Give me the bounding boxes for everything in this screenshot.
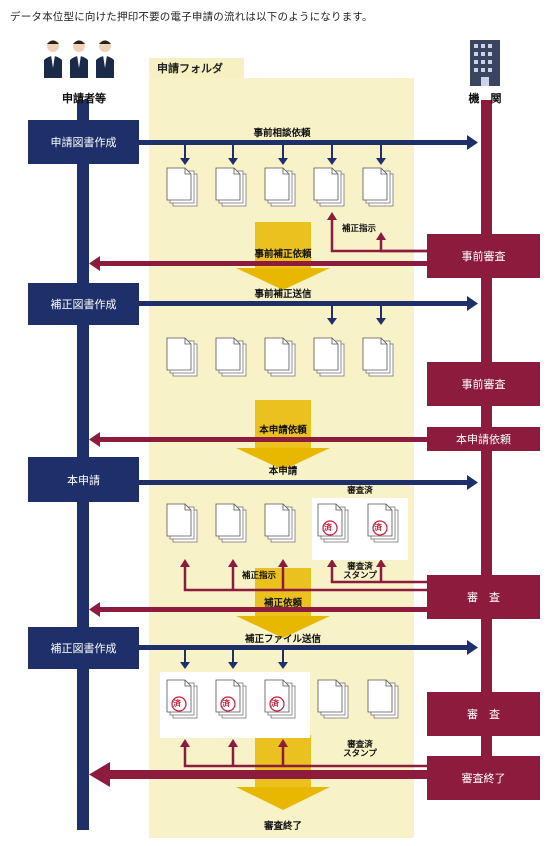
people-icon (44, 40, 114, 78)
approved-stamp-icon (215, 679, 247, 719)
navy-arrow (89, 296, 478, 311)
stamp-glyph: 済 (173, 699, 181, 708)
label-pre-correction-send: 事前補正送信 (254, 289, 312, 300)
agency-step-pre-review-2: 事前審査 (427, 362, 540, 406)
stamp-glyph: 済 (271, 699, 279, 708)
document-stack-icon (215, 503, 247, 543)
label-correction-file-send: 補正ファイル送信 (244, 634, 321, 645)
label-reviewed-stamp-1: 審査済 スタンプ (343, 562, 377, 581)
label-review-complete: 審査終了 (263, 821, 302, 832)
document-stack-icon (362, 337, 394, 377)
wine-arrow-large (89, 762, 430, 787)
applicant-label: 申請者等 (62, 92, 106, 105)
document-stack-icon (166, 167, 198, 207)
applicant-step-correction-docs-2: 補正図書作成 (28, 627, 139, 669)
reviewed-stamp-path (183, 745, 430, 768)
document-stack-icon (264, 503, 296, 543)
document-stack-icon (317, 679, 349, 719)
stamp-glyph: 済 (374, 523, 382, 532)
applicant-step-main-application: 本申請 (28, 457, 139, 502)
correction-instruction-1 (330, 218, 430, 253)
agency-step-review-2: 審 査 (427, 692, 540, 736)
stamp-glyph: 済 (324, 523, 332, 532)
document-stack-icon (367, 679, 399, 719)
document-stack-icon (166, 337, 198, 377)
agency-step-review-complete: 審査終了 (427, 756, 540, 800)
stamp-glyph: 済 (222, 699, 230, 708)
small-down-arrows-2 (327, 306, 386, 325)
down-arrow-icon (236, 222, 330, 290)
label-main-application-request: 本申請依頼 (259, 425, 307, 436)
approved-stamp-icon (367, 503, 399, 543)
agency-step-review: 審 査 (427, 575, 540, 619)
wine-arrow (89, 256, 430, 271)
navy-arrow (89, 475, 478, 490)
label-reviewed-stamp-2: 審査済 スタンプ (343, 740, 377, 759)
correction-instruction-2 (183, 565, 430, 592)
document-stack-icon (362, 167, 394, 207)
label-reviewed: 審査済 (347, 486, 373, 496)
document-stack-icon (166, 503, 198, 543)
building-icon (470, 40, 500, 86)
label-correction-instruction-2: 補正指示 (241, 571, 276, 581)
small-down-arrows-3 (180, 650, 288, 669)
label-main-application: 本申請 (268, 466, 298, 477)
navy-arrow (89, 640, 478, 655)
approved-stamp-icon (264, 679, 296, 719)
applicant-step-correction-docs: 補正図書作成 (28, 283, 139, 325)
label-correction-instruction-1: 補正指示 (341, 224, 376, 234)
label-pre-consult: 事前相談依頼 (253, 128, 311, 139)
document-stack-icon (215, 337, 247, 377)
navy-arrow (89, 135, 478, 150)
document-stack-icon (313, 337, 345, 377)
approved-stamp-icon (317, 503, 349, 543)
wine-arrow (89, 602, 430, 617)
small-down-arrows-1 (180, 145, 386, 165)
agency-step-main-request: 本申請依頼 (427, 427, 540, 451)
folder-title: 申請フォルダ (157, 62, 223, 75)
document-stack-icon (215, 167, 247, 207)
folder-tab (149, 58, 244, 78)
applicant-step-create-docs: 申請図書作成 (28, 120, 139, 164)
agency-label: 機 関 (468, 92, 502, 105)
document-stack-icon (264, 337, 296, 377)
document-stack-icon (264, 167, 296, 207)
label-correction-request: 補正依頼 (263, 598, 302, 609)
approved-stamp-icon (166, 679, 198, 719)
label-pre-correction-request: 事前補正依頼 (254, 249, 312, 260)
agency-step-pre-review: 事前審査 (427, 234, 540, 278)
document-stack-icon (313, 167, 345, 207)
wine-arrow (89, 432, 430, 447)
caption: データ本位型に向けた押印不要の電子申請の流れは以下のようになります。 (10, 11, 373, 23)
